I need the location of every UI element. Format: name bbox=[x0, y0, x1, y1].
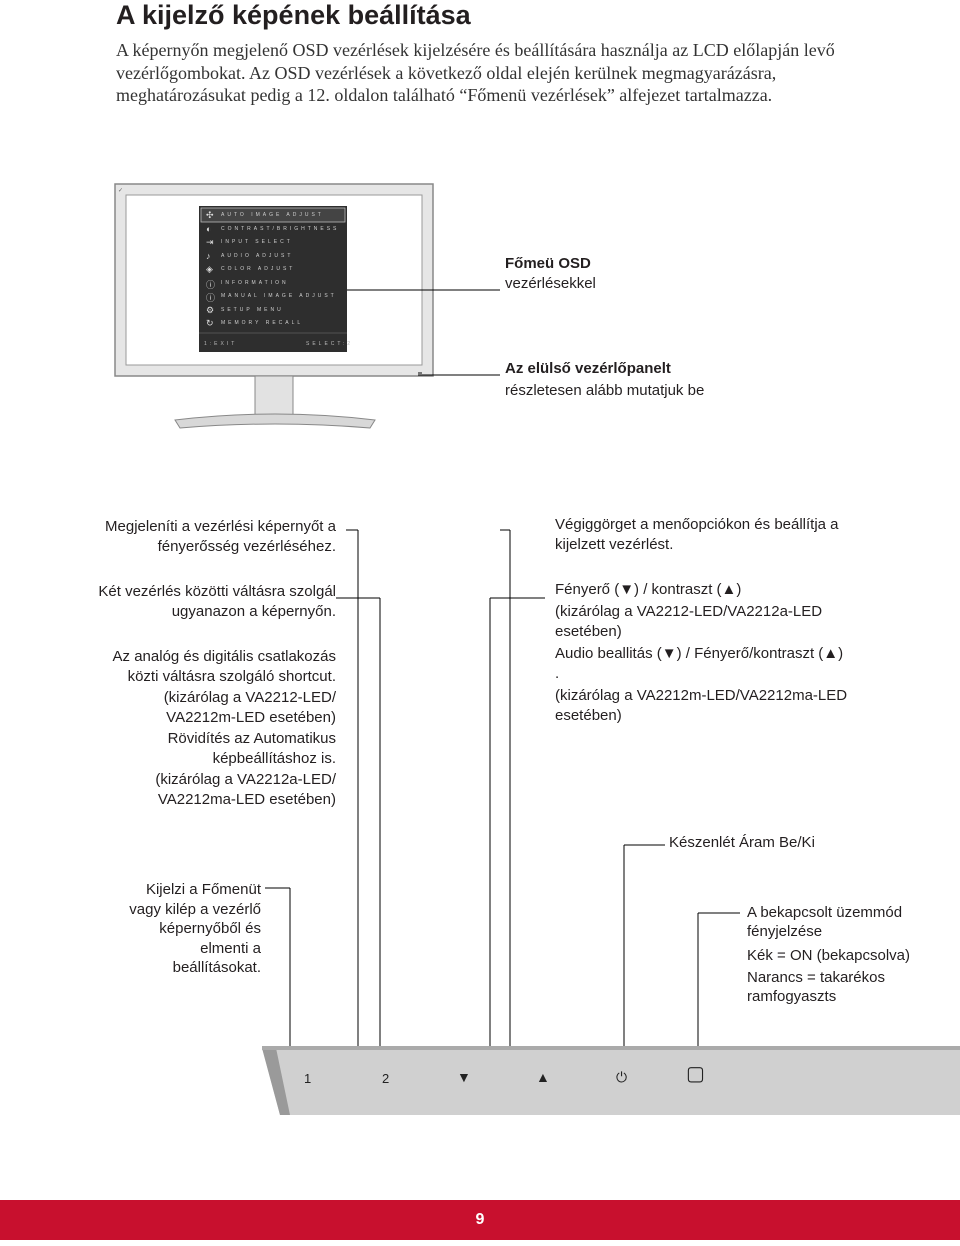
label-menu-line3: képernyőből és bbox=[159, 920, 261, 937]
label-arrows-line9: esetében) bbox=[555, 707, 622, 724]
label-button2-line4: közti váltásra szolgáló shortcut. bbox=[127, 668, 336, 685]
label-arrows-line4: (kizárólag a VA2212-LED/VA2212a-LED bbox=[555, 603, 823, 620]
label-standby-power: Készenlét Áram Be/Ki bbox=[669, 834, 815, 851]
label-arrows-line1: Végiggörget a menőopciókon és beállítja … bbox=[555, 516, 839, 533]
label-led-line1: A bekapcsolt üzemmód bbox=[747, 904, 903, 921]
intro-paragraph: A képernyőn megjelenő OSD vezérlések kij… bbox=[116, 40, 835, 105]
contrast-icon: ◐ bbox=[206, 224, 212, 234]
osd-item-audio-adjust: ♪ AUDIO ADJUST bbox=[206, 251, 294, 261]
svg-text:✓: ✓ bbox=[118, 188, 123, 194]
label-menu-line5: beállításokat. bbox=[172, 959, 261, 976]
label-led-line5: ramfogyaszts bbox=[747, 988, 837, 1005]
label-button2-line10: VA2212ma-LED esetében) bbox=[157, 791, 336, 808]
label-button2-line1: Két vezérlés közötti váltásra szolgál bbox=[98, 583, 336, 600]
setup-icon: ⚙ bbox=[206, 305, 215, 315]
osd-item-information: ⓘ INFORMATION bbox=[206, 280, 289, 290]
up-arrow-icon[interactable]: ▲ bbox=[536, 1069, 550, 1085]
label-button2-line8: képbeállításhoz is. bbox=[212, 750, 336, 767]
page-title: A kijelző képének beállítása bbox=[116, 0, 471, 30]
label-menu-line1: Kijelzi a Főmenüt bbox=[145, 881, 261, 898]
label-arrows-line3: Fényerő (▼) / kontraszt (▲) bbox=[555, 581, 742, 598]
panel-callout-subtitle: részletesen alább mutatjuk be bbox=[505, 382, 705, 399]
audio-icon: ♪ bbox=[206, 251, 211, 261]
label-button2-line9: (kizárólag a VA2212a-LED/ bbox=[155, 771, 336, 788]
label-menu-line2: vagy kilép a vezérlő bbox=[129, 901, 261, 918]
osd-callout-title: Főmeü OSD bbox=[505, 255, 591, 272]
label-button2-line3: Az analóg és digitális csatlakozás bbox=[112, 648, 336, 665]
front-button-2[interactable]: 2 bbox=[382, 1071, 390, 1086]
osd-item-auto-image-adjust: ✣ AUTO IMAGE ADJUST bbox=[206, 210, 324, 220]
color-icon: ◈ bbox=[206, 264, 213, 274]
osd-exit-hint: 1:EXIT bbox=[204, 341, 238, 347]
info-icon: ⓘ bbox=[206, 280, 216, 290]
label-button1-line1: Megjeleníti a vezérlési képernyőt a bbox=[105, 518, 336, 535]
osd-item-color-adjust: ◈ COLOR ADJUST bbox=[206, 264, 296, 274]
label-arrows-line5: esetében) bbox=[555, 623, 622, 640]
osd-callout-subtitle: vezérlésekkel bbox=[505, 275, 596, 292]
label-button2-line7: Rövidítés az Automatikus bbox=[167, 730, 336, 747]
page-footer-bar bbox=[0, 1200, 960, 1240]
label-button1-line2: fényerősség vezérléséhez. bbox=[157, 538, 336, 555]
auto-adjust-icon: ✣ bbox=[206, 210, 214, 220]
panel-callout-title: Az elülső vezérlőpanelt bbox=[505, 360, 671, 377]
down-arrow-icon[interactable]: ▼ bbox=[457, 1069, 471, 1085]
osd-main-menu: ✣ AUTO IMAGE ADJUST ◐ CONTRAST/BRIGHTNES… bbox=[201, 207, 346, 331]
label-button2-line6: VA2212m-LED esetében) bbox=[166, 709, 336, 726]
osd-item-memory-recall: ↻ MEMORY RECALL bbox=[206, 318, 304, 328]
label-led-line4: Narancs = takarékos bbox=[747, 969, 885, 986]
label-arrows-line7: . bbox=[555, 665, 560, 682]
memory-recall-icon: ↻ bbox=[206, 318, 214, 328]
label-arrows-line8: (kizárólag a VA2212m-LED/VA2212ma-LED bbox=[555, 687, 848, 704]
osd-item-contrast-brightness: ◐ CONTRAST/BRIGHTNESS bbox=[206, 224, 340, 234]
manual-adjust-icon: ⓘ bbox=[206, 293, 216, 303]
osd-select-hint: SELECT:2 bbox=[306, 341, 354, 347]
osd-item-setup-menu: ⚙ SETUP MENU bbox=[206, 305, 284, 315]
label-arrows-line6: Audio beallitás (▼) / Fényerő/kontraszt … bbox=[555, 645, 844, 662]
label-menu-line4: elmenti a bbox=[200, 940, 261, 957]
front-button-1[interactable]: 1 bbox=[304, 1071, 312, 1086]
label-led-line3: Kék = ON (bekapcsolva) bbox=[747, 947, 910, 964]
label-button2-line2: ugyanazon a képernyőn. bbox=[171, 603, 336, 620]
power-led-icon: ▢ bbox=[686, 1063, 705, 1085]
osd-item-input-select: ⇥ INPUT SELECT bbox=[206, 237, 293, 247]
power-icon[interactable]: ⏻ bbox=[616, 1069, 628, 1085]
label-arrows-line2: kijelzett vezérlést. bbox=[555, 536, 674, 553]
input-select-icon: ⇥ bbox=[206, 237, 214, 247]
label-led-line2: fényjelzése bbox=[747, 923, 823, 940]
osd-item-manual-image-adjust: ⓘ MANUAL IMAGE ADJUST bbox=[206, 293, 337, 303]
page-number: 9 bbox=[475, 1211, 485, 1228]
label-button2-line5: (kizárólag a VA2212-LED/ bbox=[163, 689, 336, 706]
